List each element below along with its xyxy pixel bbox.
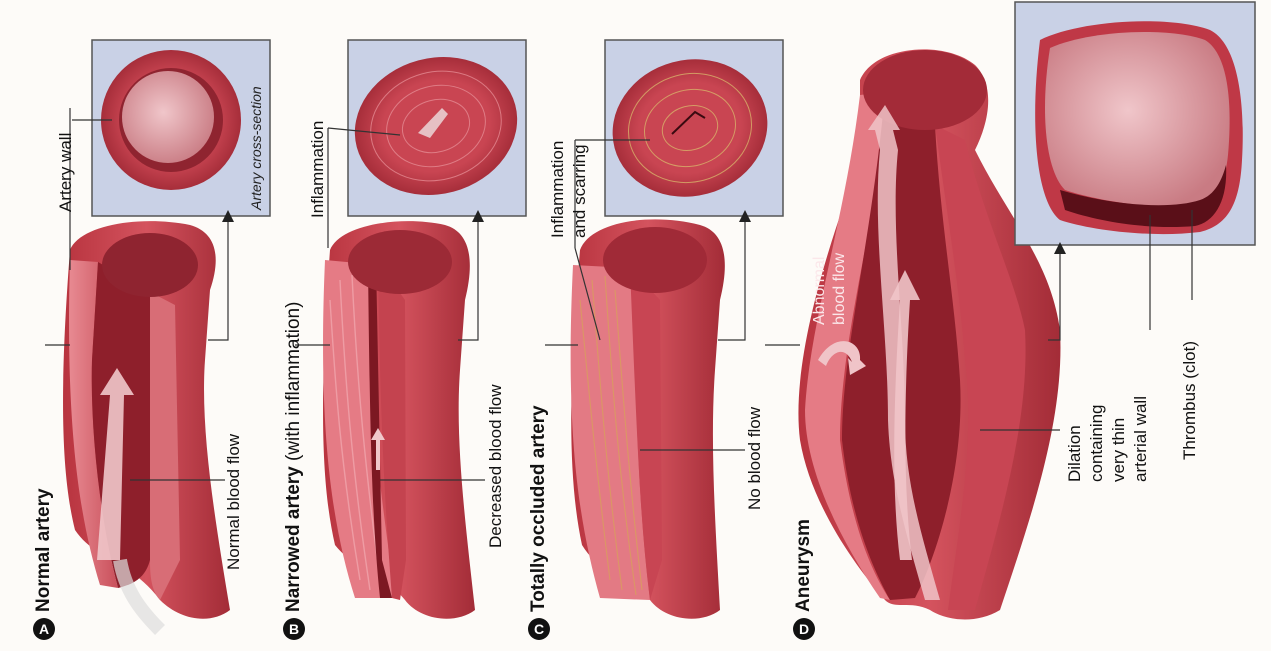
abnormal-blood-flow-label-line2: blood flow (830, 253, 849, 325)
dilation-label-line2: containing (1087, 404, 1106, 482)
panel-a-title-text: Normal artery (33, 488, 54, 612)
occluded-cross-section-inset (597, 40, 783, 216)
narrowed-cross-section-inset (339, 39, 533, 216)
inflammation-scarring-label-line2: and scarring (570, 144, 589, 238)
panel-b-title: B Narrowed artery (with inflammation) (283, 302, 305, 640)
no-blood-flow-label: No blood flow (745, 407, 764, 510)
normal-blood-flow-label: Normal blood flow (224, 434, 243, 570)
thrombus-label: Thrombus (clot) (1180, 341, 1199, 460)
panel-b-title-bold: Narrowed artery (283, 466, 304, 612)
dilation-label-line4: arterial wall (1131, 396, 1150, 482)
narrowed-artery-illustration (323, 221, 475, 619)
panel-c-title-text: Totally occluded artery (528, 405, 549, 612)
panel-c-badge: C (528, 618, 550, 640)
decreased-blood-flow-label: Decreased blood flow (486, 385, 505, 548)
normal-artery-illustration (63, 221, 230, 630)
inflammation-scarring-label-line1: Inflammation (548, 141, 567, 238)
panel-d-badge: D (793, 618, 815, 640)
artery-wall-label: Artery wall (56, 133, 75, 212)
artery-cross-section-inset (92, 40, 270, 216)
panel-b-badge: B (283, 618, 305, 640)
panel-d-title-text: Aneurysm (793, 519, 814, 612)
abnormal-blood-flow-label-line1: Abnormal (810, 257, 829, 325)
dilation-label-line1: Dilation (1065, 425, 1084, 482)
aneurysm-cross-section-inset (1015, 2, 1255, 245)
panel-a-badge: A (33, 618, 55, 640)
panel-b-title-rest: (with inflammation) (283, 302, 304, 467)
panel-d-title: D Aneurysm (793, 519, 815, 640)
dilation-label-line3: very thin (1109, 418, 1128, 482)
inflammation-label: Inflammation (308, 121, 327, 218)
occluded-artery-illustration (571, 219, 725, 618)
panel-c-title: C Totally occluded artery (528, 405, 550, 640)
artery-cross-section-label: Artery cross-section (247, 86, 266, 210)
panel-a-title: A Normal artery (33, 488, 55, 640)
